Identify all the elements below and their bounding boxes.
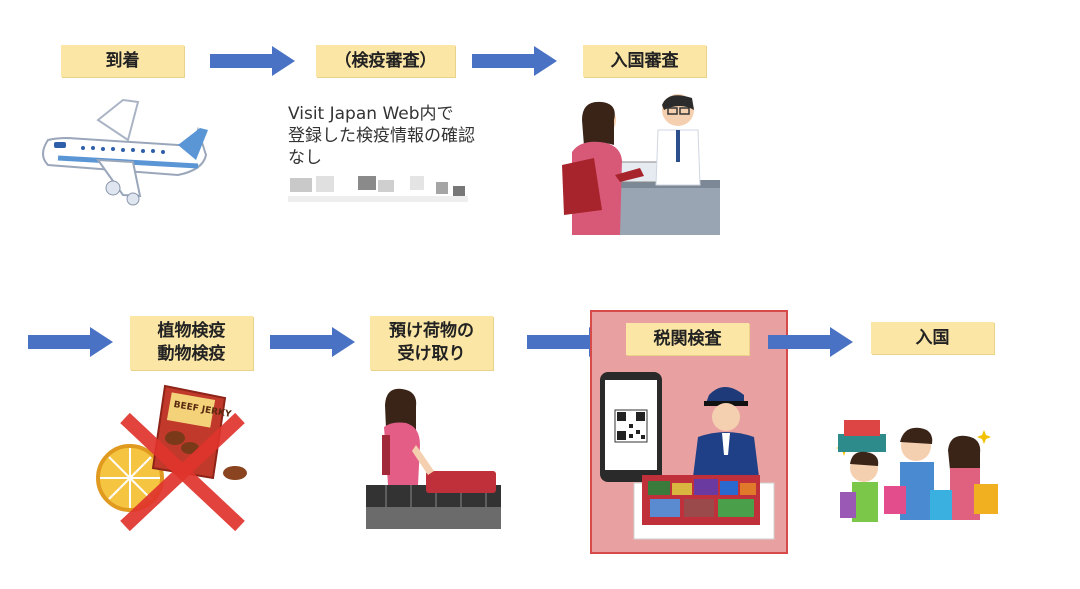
baggage-claim-icon bbox=[366, 388, 501, 529]
step-baggage-label-line2: 受け取り bbox=[397, 344, 466, 364]
arrow-right-icon bbox=[768, 327, 853, 357]
step-arrival: 到着 bbox=[61, 45, 184, 77]
step-plant-animal-quarantine: 植物検疫 動物検疫 bbox=[130, 316, 253, 370]
airplane-icon bbox=[42, 98, 208, 206]
arrow-right-icon bbox=[28, 327, 113, 357]
quarantine-note: Visit Japan Web内で 登録した検疫情報の確認 なし bbox=[288, 104, 475, 169]
step-immigration-label: 入国審査 bbox=[610, 50, 679, 71]
step-entry-label: 入国 bbox=[915, 327, 950, 348]
step-baggage-claim: 預け荷物の 受け取り bbox=[370, 316, 493, 370]
step-baggage-label-line1: 預け荷物の bbox=[389, 321, 474, 342]
step-quarantine-label: （検疫審査） bbox=[334, 50, 437, 71]
qr-phone-icon bbox=[600, 372, 662, 482]
step-customs: 税関検査 bbox=[626, 323, 749, 355]
step-entry: 入国 bbox=[871, 322, 994, 354]
step-plant-quarantine-label: 植物検疫 bbox=[157, 321, 226, 342]
arrow-right-icon bbox=[472, 46, 557, 76]
step-customs-label: 税関検査 bbox=[653, 328, 722, 349]
redacted-text bbox=[288, 176, 478, 206]
step-arrival-label: 到着 bbox=[105, 50, 140, 71]
step-immigration: 入国審査 bbox=[583, 45, 706, 77]
prohibited-food-icon: BEEF JERKY bbox=[96, 384, 247, 532]
arrow-right-icon bbox=[210, 46, 295, 76]
arrow-right-icon bbox=[270, 327, 355, 357]
customs-officer-icon bbox=[633, 387, 775, 540]
step-animal-quarantine-label: 動物検疫 bbox=[157, 344, 226, 364]
step-quarantine: （検疫審査） bbox=[316, 45, 455, 77]
immigration-officer-icon bbox=[562, 94, 720, 235]
happy-family-icon bbox=[836, 420, 998, 522]
